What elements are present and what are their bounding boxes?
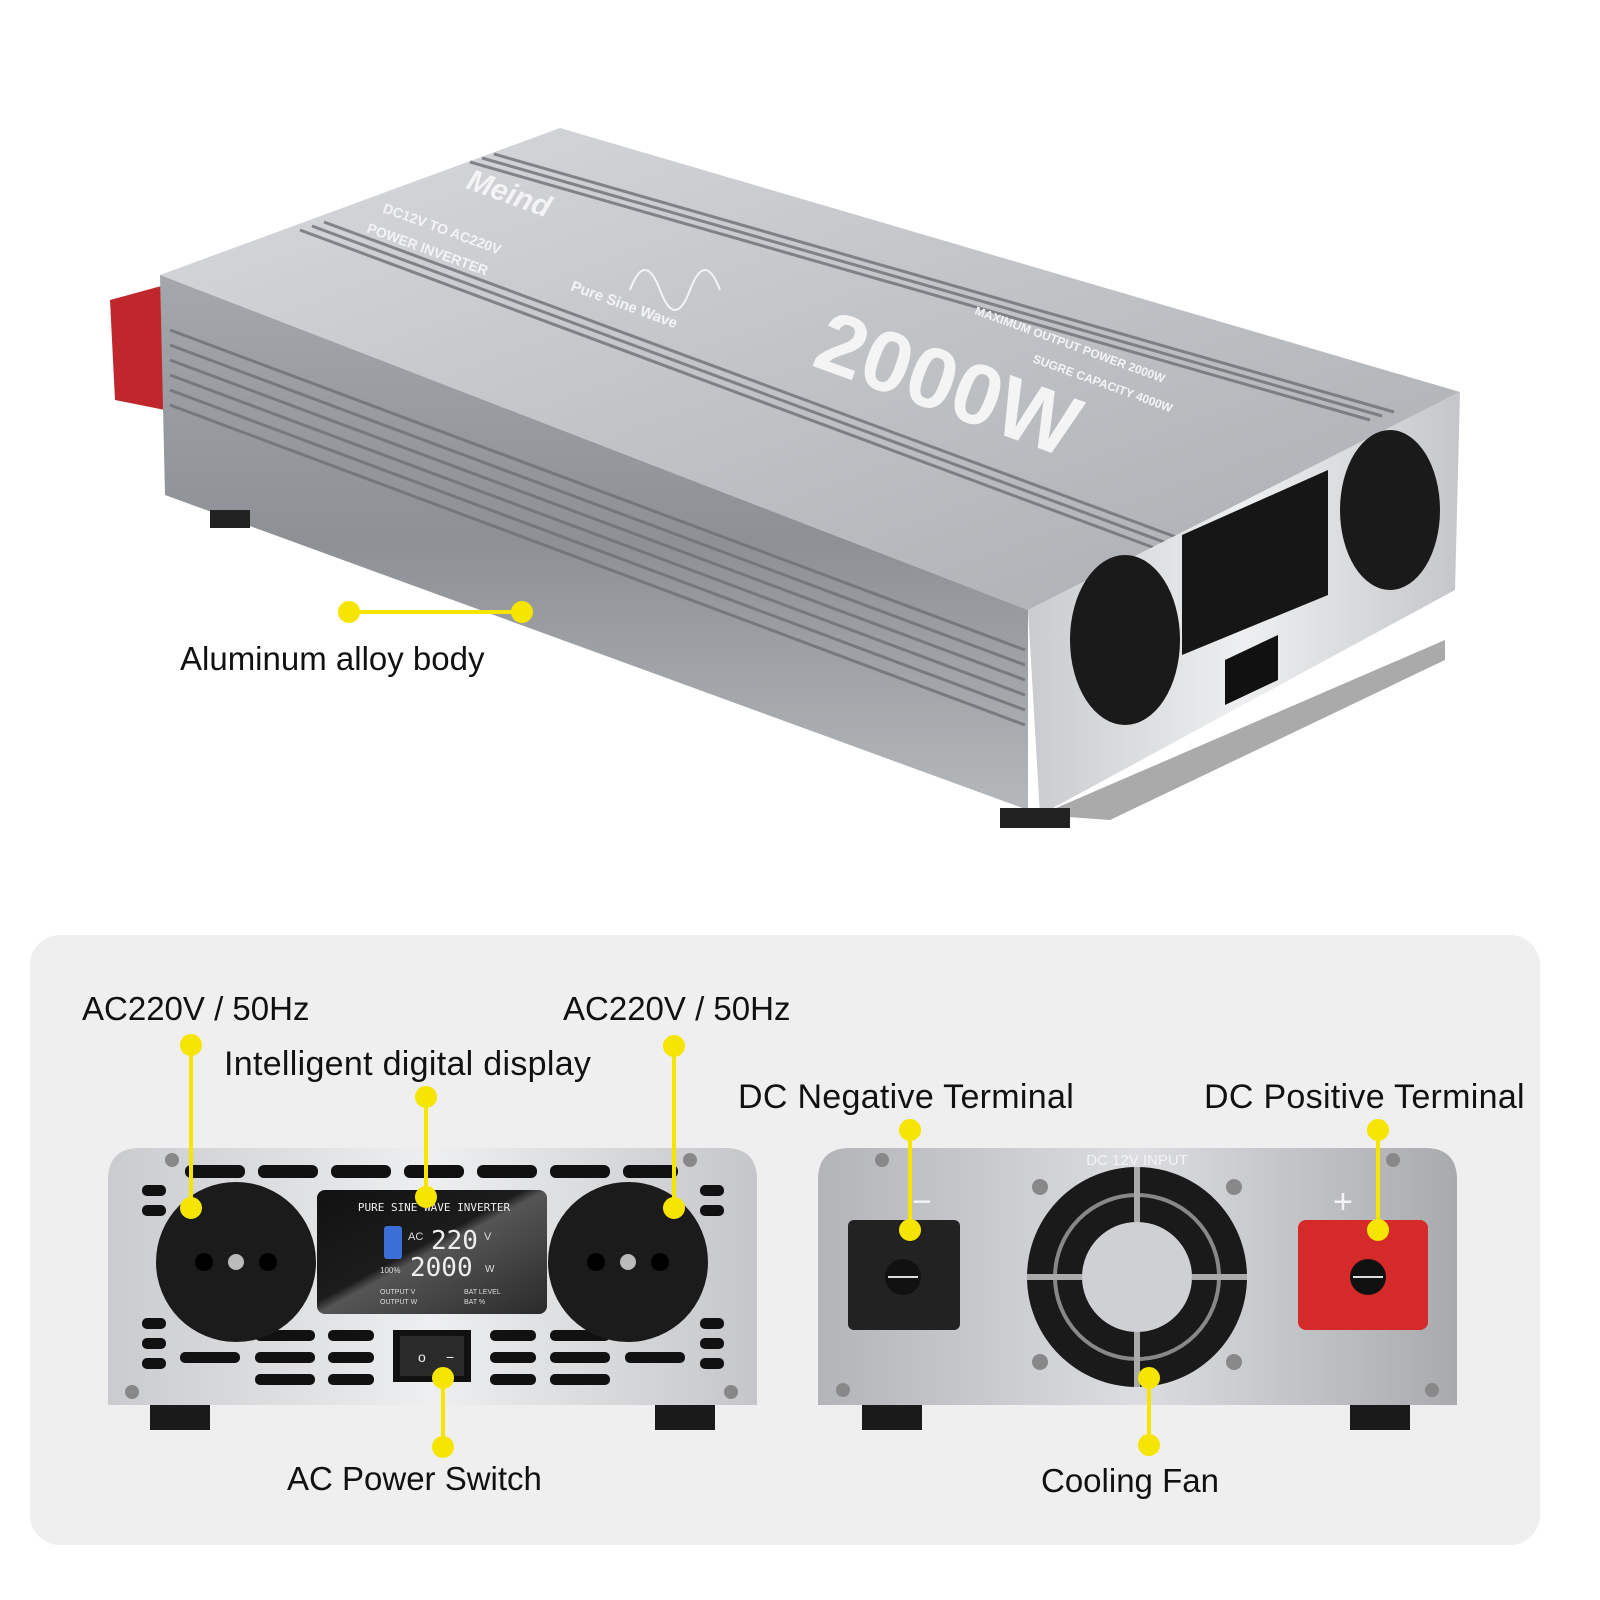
inverter-perspective-view: Meind DC12V TO AC220V POWER INVERTER Pur… — [110, 128, 1460, 828]
label-outlet-left: AC220V / 50Hz — [82, 990, 310, 1027]
positive-terminal-cap — [110, 285, 165, 410]
label-dc-positive: DC Positive Terminal — [1204, 1078, 1525, 1116]
positive-symbol: + — [1333, 1183, 1353, 1221]
outlet-right-3d — [1340, 430, 1440, 590]
switch-on-mark: − — [446, 1349, 454, 1365]
outlet-left — [156, 1182, 316, 1342]
label-outlet-right: AC220V / 50Hz — [563, 990, 791, 1027]
switch-off-mark: o — [418, 1349, 426, 1365]
label-power-switch: AC Power Switch — [287, 1460, 542, 1497]
fins — [169, 152, 1395, 727]
label-cooling-fan: Cooling Fan — [1041, 1462, 1219, 1499]
display-voltage: 220 — [431, 1226, 478, 1256]
indicator-output-w: OUTPUT W — [380, 1299, 418, 1306]
back-view: DC 12V INPUT − + — [818, 1148, 1457, 1430]
negative-terminal: − — [848, 1183, 960, 1330]
outlet-left-3d — [1070, 555, 1180, 725]
indicator-output-v: OUTPUT V — [380, 1289, 416, 1296]
label-digital-display: Intelligent digital display — [224, 1045, 592, 1083]
dc-input-label: DC 12V INPUT — [1086, 1152, 1188, 1169]
label-aluminum-body: Aluminum alloy body — [180, 640, 485, 677]
display-3d — [1182, 470, 1328, 655]
battery-icon — [384, 1226, 402, 1259]
negative-symbol: − — [912, 1183, 932, 1221]
display-power: 2000 — [410, 1253, 473, 1283]
switch-3d — [1225, 635, 1278, 705]
indicator-bat-level: BAT LEVEL — [464, 1289, 501, 1296]
outlet-right — [548, 1182, 708, 1342]
vent-slots — [142, 1165, 724, 1385]
top-face — [160, 128, 1460, 610]
display-power-unit: W — [485, 1264, 495, 1275]
positive-terminal: + — [1298, 1183, 1428, 1330]
digital-display: PURE SINE WAVE INVERTER 100% AC 220 V 20… — [317, 1190, 547, 1314]
label-dc-negative: DC Negative Terminal — [738, 1078, 1075, 1116]
callout-lines — [180, 601, 1389, 1458]
front-view: PURE SINE WAVE INVERTER 100% AC 220 V 20… — [108, 1148, 757, 1430]
power-switch[interactable]: o − — [393, 1330, 471, 1382]
battery-percent: 100% — [380, 1266, 400, 1275]
sine-wave-icon — [629, 269, 721, 311]
cooling-fan — [1027, 1167, 1247, 1387]
mounting-flange — [1040, 640, 1445, 820]
display-voltage-unit: V — [484, 1231, 492, 1243]
indicator-bat-pct: BAT % — [464, 1299, 485, 1306]
display-title: PURE SINE WAVE INVERTER — [358, 1201, 511, 1214]
display-ac: AC — [408, 1231, 423, 1243]
